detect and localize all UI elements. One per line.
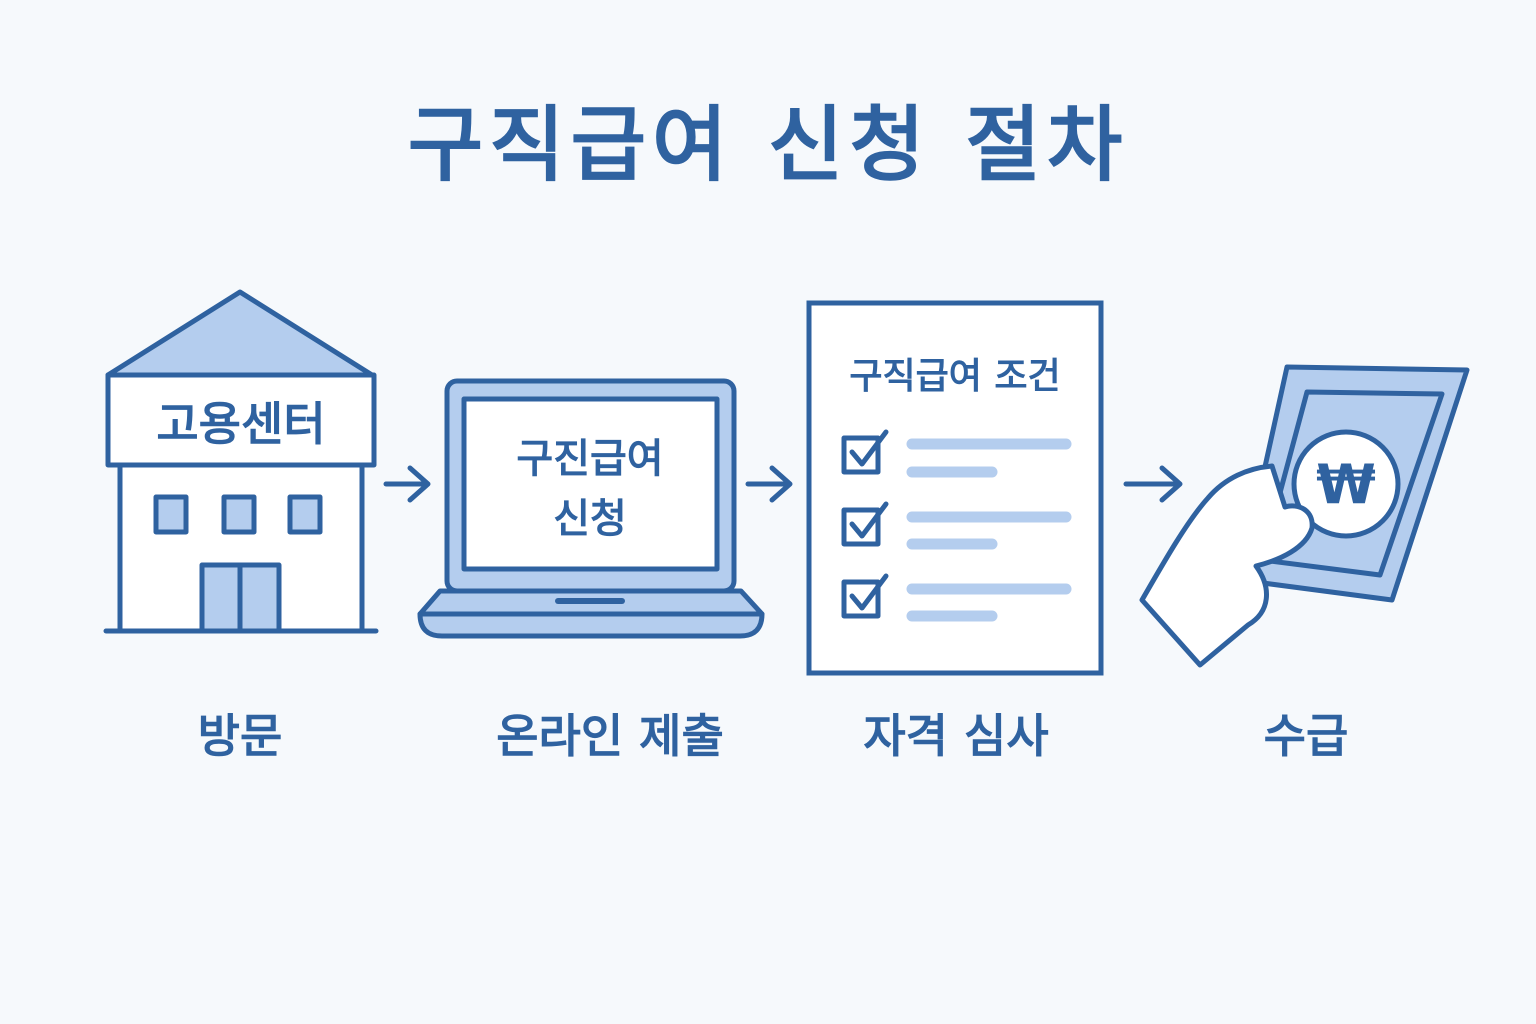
laptop-icon [417,378,765,639]
checkbox-icon [841,507,881,547]
hand-money-icon [1139,364,1470,668]
checkbox-icon [841,435,881,475]
step-caption-online-submit: 온라인 제출 [496,709,724,763]
checkbox-icon [841,579,881,619]
won-currency-symbol: ₩ [1316,453,1376,516]
step-caption-review: 자격 심사 [863,709,1049,763]
step-caption-receive: 수급 [1263,709,1349,763]
step-caption-visit: 방문 [197,709,283,763]
building-sign-text: 고용센터 [156,397,325,451]
laptop-screen-line1: 구진급여 [516,436,663,482]
building-icon [103,289,379,634]
arrow-right-icon [745,465,793,503]
laptop-screen-line2: 신청 [553,496,627,542]
arrow-right-icon [383,465,431,503]
arrow-right-icon [1123,465,1183,503]
document-title: 구직급여 조건 [849,356,1060,397]
page-title: 구직급여 신청 절차 [407,98,1129,193]
checklist-document-icon [806,300,1104,676]
